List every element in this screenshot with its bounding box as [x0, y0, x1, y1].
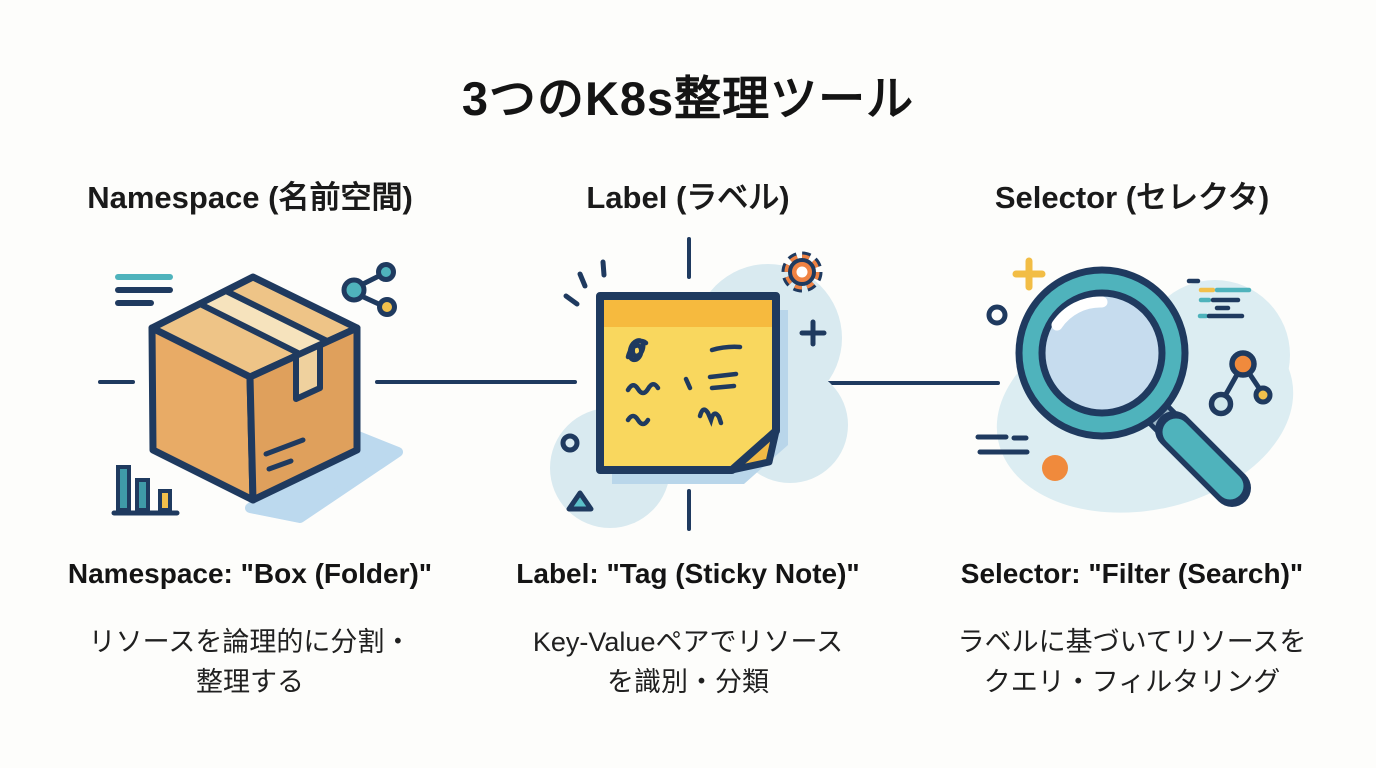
column-namespace: Namespace (名前空間) Namespace: "Box (Folder…: [35, 0, 465, 768]
box-illustration-icon: [111, 262, 403, 523]
scribble-writing-icon: [625, 338, 743, 427]
orange-dot-icon: [1042, 455, 1068, 481]
dash-lines-icon: [975, 434, 1030, 455]
selector-header: Selector (セレクタ): [994, 180, 1270, 215]
label-description-line2: を識別・分類: [607, 667, 769, 697]
connector-line-bottom: [687, 489, 691, 531]
selector-description: ラベルに基づいてリソースを クエリ・フィルタリング: [917, 622, 1347, 702]
selector-description-line2: クエリ・フィルタリング: [983, 667, 1281, 697]
triangle-icon: [566, 490, 594, 512]
plus-icon: [1012, 257, 1046, 291]
sticky-note-illustration-icon: [550, 251, 848, 528]
namespace-description-line1: リソースを論理的に分割・: [88, 627, 412, 657]
magnifier-illustration-icon: [975, 257, 1294, 513]
molecule-icon: [1208, 350, 1273, 417]
label-caption: Label: "Tag (Sticky Note)": [516, 558, 860, 589]
connector-dash-left: [98, 380, 135, 384]
cardboard-box-icon: [148, 273, 361, 504]
ring-icon: [986, 304, 1008, 326]
text-lines-icon: [115, 274, 173, 306]
column-selector: Selector (セレクタ) Selector: "Filter (Searc…: [917, 0, 1347, 768]
label-description: Key-Valueペアでリソース を識別・分類: [473, 622, 903, 702]
bar-chart-icon: [111, 465, 180, 516]
label-description-line1: Key-Valueペアでリソース: [532, 627, 844, 657]
namespace-caption: Namespace: "Box (Folder)": [67, 558, 433, 589]
sticky-note-icon: [596, 292, 780, 474]
gear-icon: [781, 251, 823, 293]
plus-icon: [799, 319, 827, 347]
page-title: 3つのK8s整理ツール: [461, 72, 915, 125]
sparkle-icon: [563, 259, 607, 307]
connector-line-left: [375, 380, 577, 384]
dot-circle-icon: [560, 433, 580, 453]
label-header: Label (ラベル): [586, 180, 790, 215]
selector-description-line1: ラベルに基づいてリソースを: [957, 627, 1307, 657]
share-icon: [341, 262, 397, 317]
column-label: Label (ラベル) Label: "Tag (Sticky Note)" K…: [473, 0, 903, 768]
connector-line-top: [687, 237, 691, 279]
namespace-description-line2: 整理する: [196, 667, 304, 697]
namespace-header: Namespace (名前空間): [87, 180, 413, 215]
magnifying-glass-icon: [1015, 266, 1251, 507]
selector-caption: Selector: "Filter (Search)": [960, 558, 1304, 589]
namespace-description: リソースを論理的に分割・ 整理する: [35, 622, 465, 702]
connector-line-right: [797, 381, 1000, 385]
code-lines-icon: [1186, 278, 1252, 319]
